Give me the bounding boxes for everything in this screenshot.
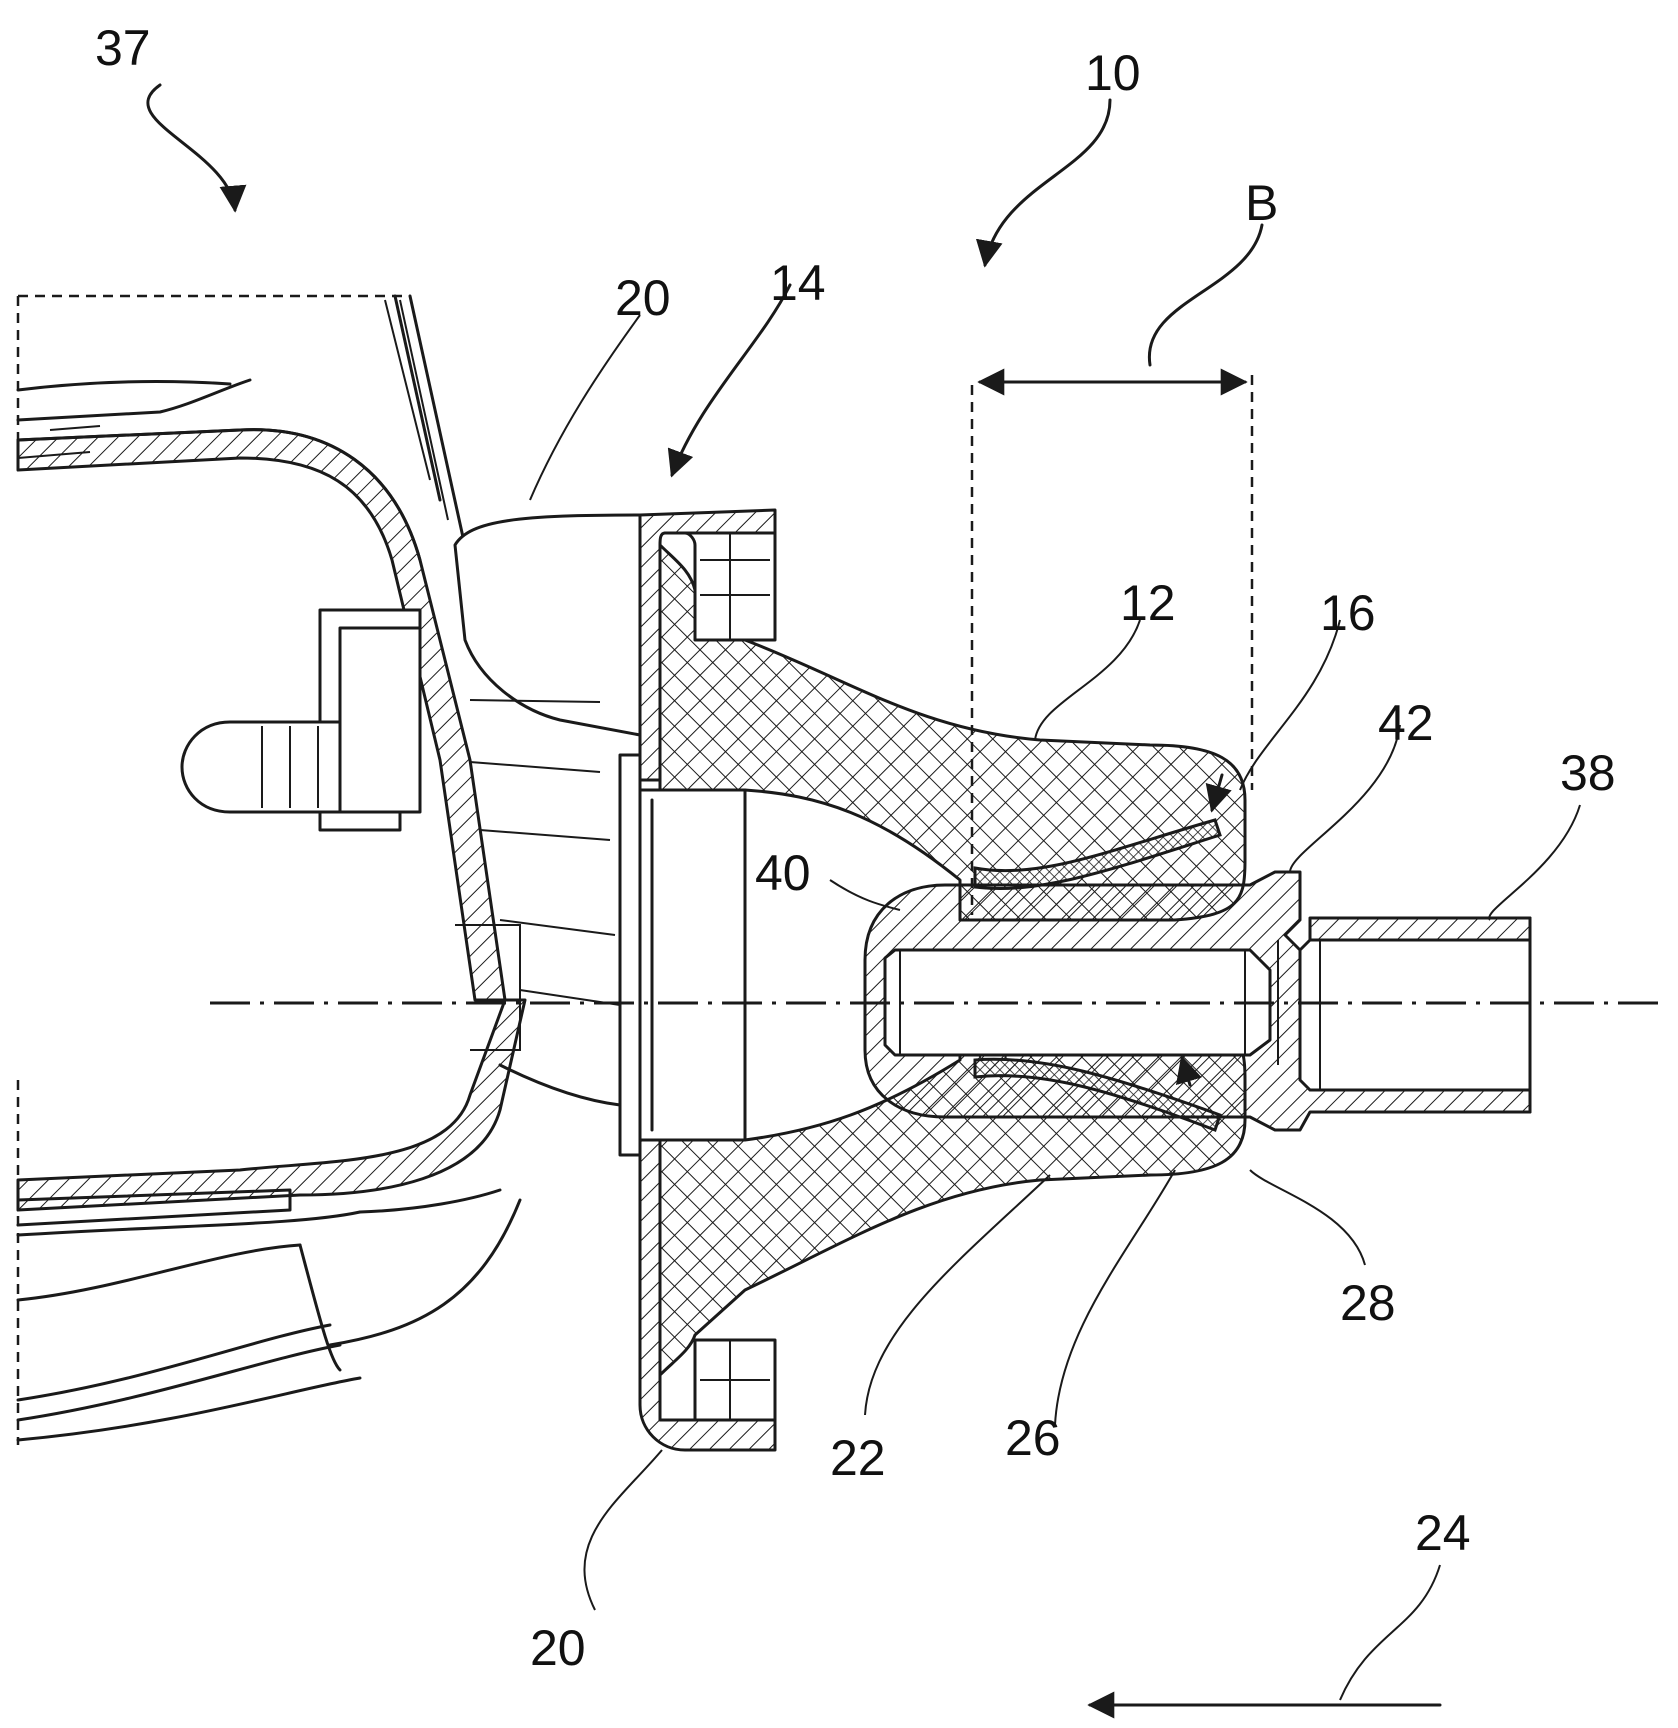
label-b: B xyxy=(1245,175,1278,231)
mount-flange-14 xyxy=(618,508,777,1452)
pipe-connector-38 xyxy=(863,870,1532,1132)
label-40: 40 xyxy=(755,845,811,901)
vehicle-structure-37 xyxy=(16,294,527,1445)
label-20-lower: 20 xyxy=(530,1620,586,1676)
dimension-b xyxy=(970,368,1254,915)
label-10: 10 xyxy=(1085,45,1141,101)
label-42: 42 xyxy=(1378,695,1434,751)
label-16: 16 xyxy=(1320,585,1376,641)
label-37: 37 xyxy=(95,20,151,76)
reference-labels: 37 10 B 20 14 12 16 42 38 40 28 22 26 20… xyxy=(95,20,1616,1676)
label-26: 26 xyxy=(1005,1410,1061,1466)
label-22: 22 xyxy=(830,1430,886,1486)
body-connector xyxy=(180,513,642,1107)
label-28: 28 xyxy=(1340,1275,1396,1331)
leader-lines xyxy=(146,83,1581,1719)
label-38: 38 xyxy=(1560,745,1616,801)
label-12: 12 xyxy=(1120,575,1176,631)
label-14: 14 xyxy=(770,255,826,311)
label-24: 24 xyxy=(1415,1505,1471,1561)
label-20-upper: 20 xyxy=(615,270,671,326)
